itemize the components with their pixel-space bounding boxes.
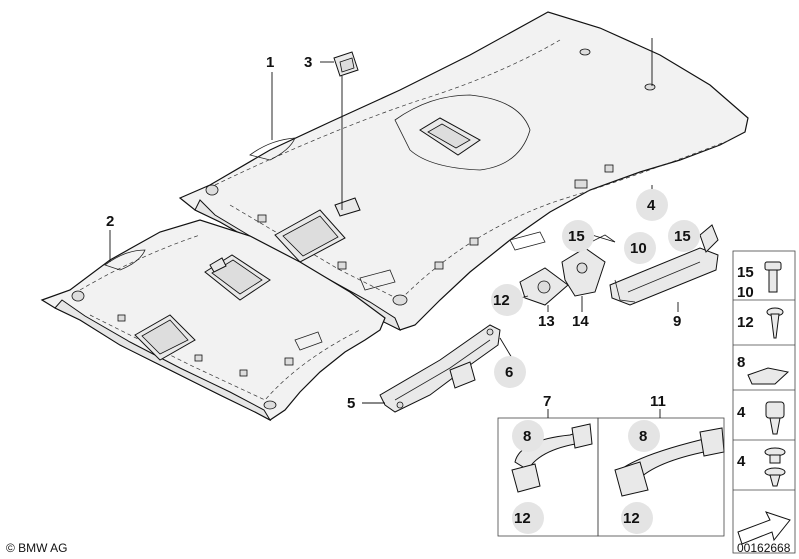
callout-9: 9 (673, 313, 681, 330)
callout-12a: 12 (493, 292, 510, 309)
callout-2: 2 (106, 213, 114, 230)
part-3-block[interactable] (333, 51, 359, 77)
legend-10: 10 (737, 284, 754, 301)
leader-lines (109, 38, 679, 404)
arrow-icon (737, 511, 791, 545)
part-7-handle[interactable] (511, 423, 593, 493)
legend-12: 12 (737, 314, 754, 331)
bolt-icon (764, 261, 782, 293)
callout-6: 6 (505, 364, 513, 381)
part-11-handle[interactable] (614, 427, 725, 497)
callout-4: 4 (647, 197, 656, 214)
screw-icon (766, 307, 784, 339)
callout-11: 11 (650, 393, 666, 410)
callout-1: 1 (266, 54, 274, 71)
headliner-small[interactable] (40, 219, 386, 422)
callout-15b: 15 (674, 228, 691, 245)
foam-pad-icon (747, 367, 790, 385)
callout-15a: 15 (568, 228, 585, 245)
legend-column (732, 250, 796, 554)
callout-8a: 8 (523, 428, 531, 445)
callout-12b: 12 (514, 510, 531, 527)
callout-12c: 12 (623, 510, 640, 527)
legend-4a: 4 (737, 404, 746, 421)
legend-4b: 4 (737, 453, 746, 470)
handle-boxes (497, 409, 725, 537)
callout-13: 13 (538, 313, 555, 330)
callout-3: 3 (304, 54, 312, 71)
callout-8b: 8 (639, 428, 647, 445)
callout-7: 7 (543, 393, 551, 410)
callout-5: 5 (347, 395, 355, 412)
part-9-bracket[interactable] (609, 224, 719, 306)
callout-labels: 1 2 3 4 5 6 7 8 8 9 10 11 12 12 12 13 14… (106, 54, 691, 527)
copyright: © BMW AG (6, 541, 68, 555)
callout-14: 14 (572, 313, 589, 330)
legend-labels: 15 10 12 8 4 4 (737, 264, 754, 470)
legend-8: 8 (737, 354, 745, 371)
callout-10: 10 (630, 240, 647, 257)
diagram-number: 00162668 (737, 541, 791, 555)
callout-circles (491, 189, 700, 534)
part-13-bracket[interactable] (519, 267, 569, 306)
part-5-bracket[interactable] (379, 324, 501, 413)
expanding-clip-icon (764, 447, 786, 487)
clip-icon (765, 401, 785, 435)
legend-15: 15 (737, 264, 754, 281)
